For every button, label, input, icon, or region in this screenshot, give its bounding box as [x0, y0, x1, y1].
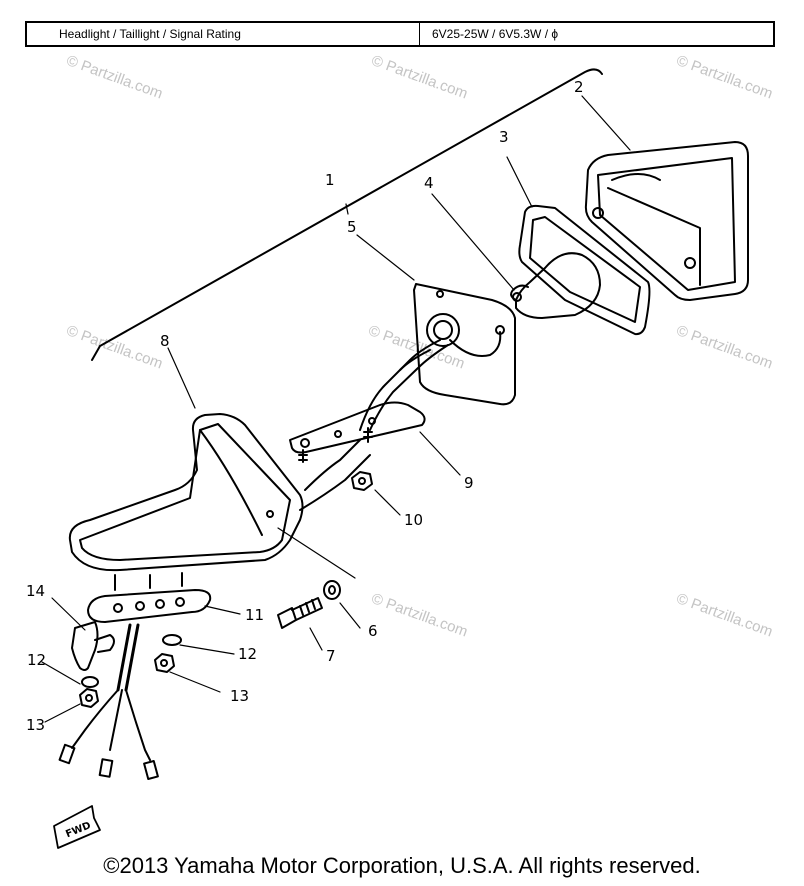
socket-plate — [413, 283, 516, 406]
washer-6 — [323, 580, 341, 600]
nut-10 — [351, 471, 373, 491]
bolt-7 — [277, 597, 323, 629]
license-plate-bracket — [87, 572, 212, 623]
taillight-lens — [584, 141, 749, 301]
callout-12-left: 12 — [27, 651, 46, 669]
wire-clamp — [71, 621, 115, 671]
callout-6: 6 — [368, 622, 378, 640]
taillight-housing — [68, 413, 371, 572]
callout-9: 9 — [464, 474, 474, 492]
spec-table: Headlight / Taillight / Signal Rating 6V… — [25, 21, 775, 47]
copyright-notice: ©2013 Yamaha Motor Corporation, U.S.A. A… — [103, 853, 701, 878]
callout-4: 4 — [424, 174, 434, 192]
callout-13-right: 13 — [230, 687, 249, 705]
spec-value: 6V25-25W / 6V5.3W / ϕ — [432, 27, 559, 41]
callout-13-left: 13 — [26, 716, 45, 734]
washer-12-right — [162, 634, 182, 646]
nut-13-left — [79, 688, 99, 708]
socket-harness — [359, 339, 441, 431]
lens-gasket — [518, 204, 651, 336]
callout-14: 14 — [26, 582, 45, 600]
callout-12-right: 12 — [238, 645, 257, 663]
callout-1: 1 — [325, 171, 335, 189]
callout-8: 8 — [160, 332, 170, 350]
callout-11: 11 — [245, 606, 264, 624]
assembly-bracket — [91, 68, 603, 361]
bullet-connector — [58, 743, 159, 781]
leader-lines — [41, 95, 631, 723]
mounting-bracket — [289, 401, 426, 463]
callout-10: 10 — [404, 511, 423, 529]
callout-3: 3 — [499, 128, 509, 146]
nut-13-right — [154, 653, 175, 673]
fwd-arrow-icon: FWD — [53, 805, 101, 849]
spec-label: Headlight / Taillight / Signal Rating — [27, 23, 420, 45]
callout-2: 2 — [574, 78, 584, 96]
bulb — [510, 252, 601, 319]
washer-12-left — [81, 676, 99, 688]
wiring-harness — [71, 623, 151, 761]
fwd-label: FWD — [64, 820, 92, 840]
callout-7: 7 — [326, 647, 336, 665]
callout-5: 5 — [347, 218, 357, 236]
